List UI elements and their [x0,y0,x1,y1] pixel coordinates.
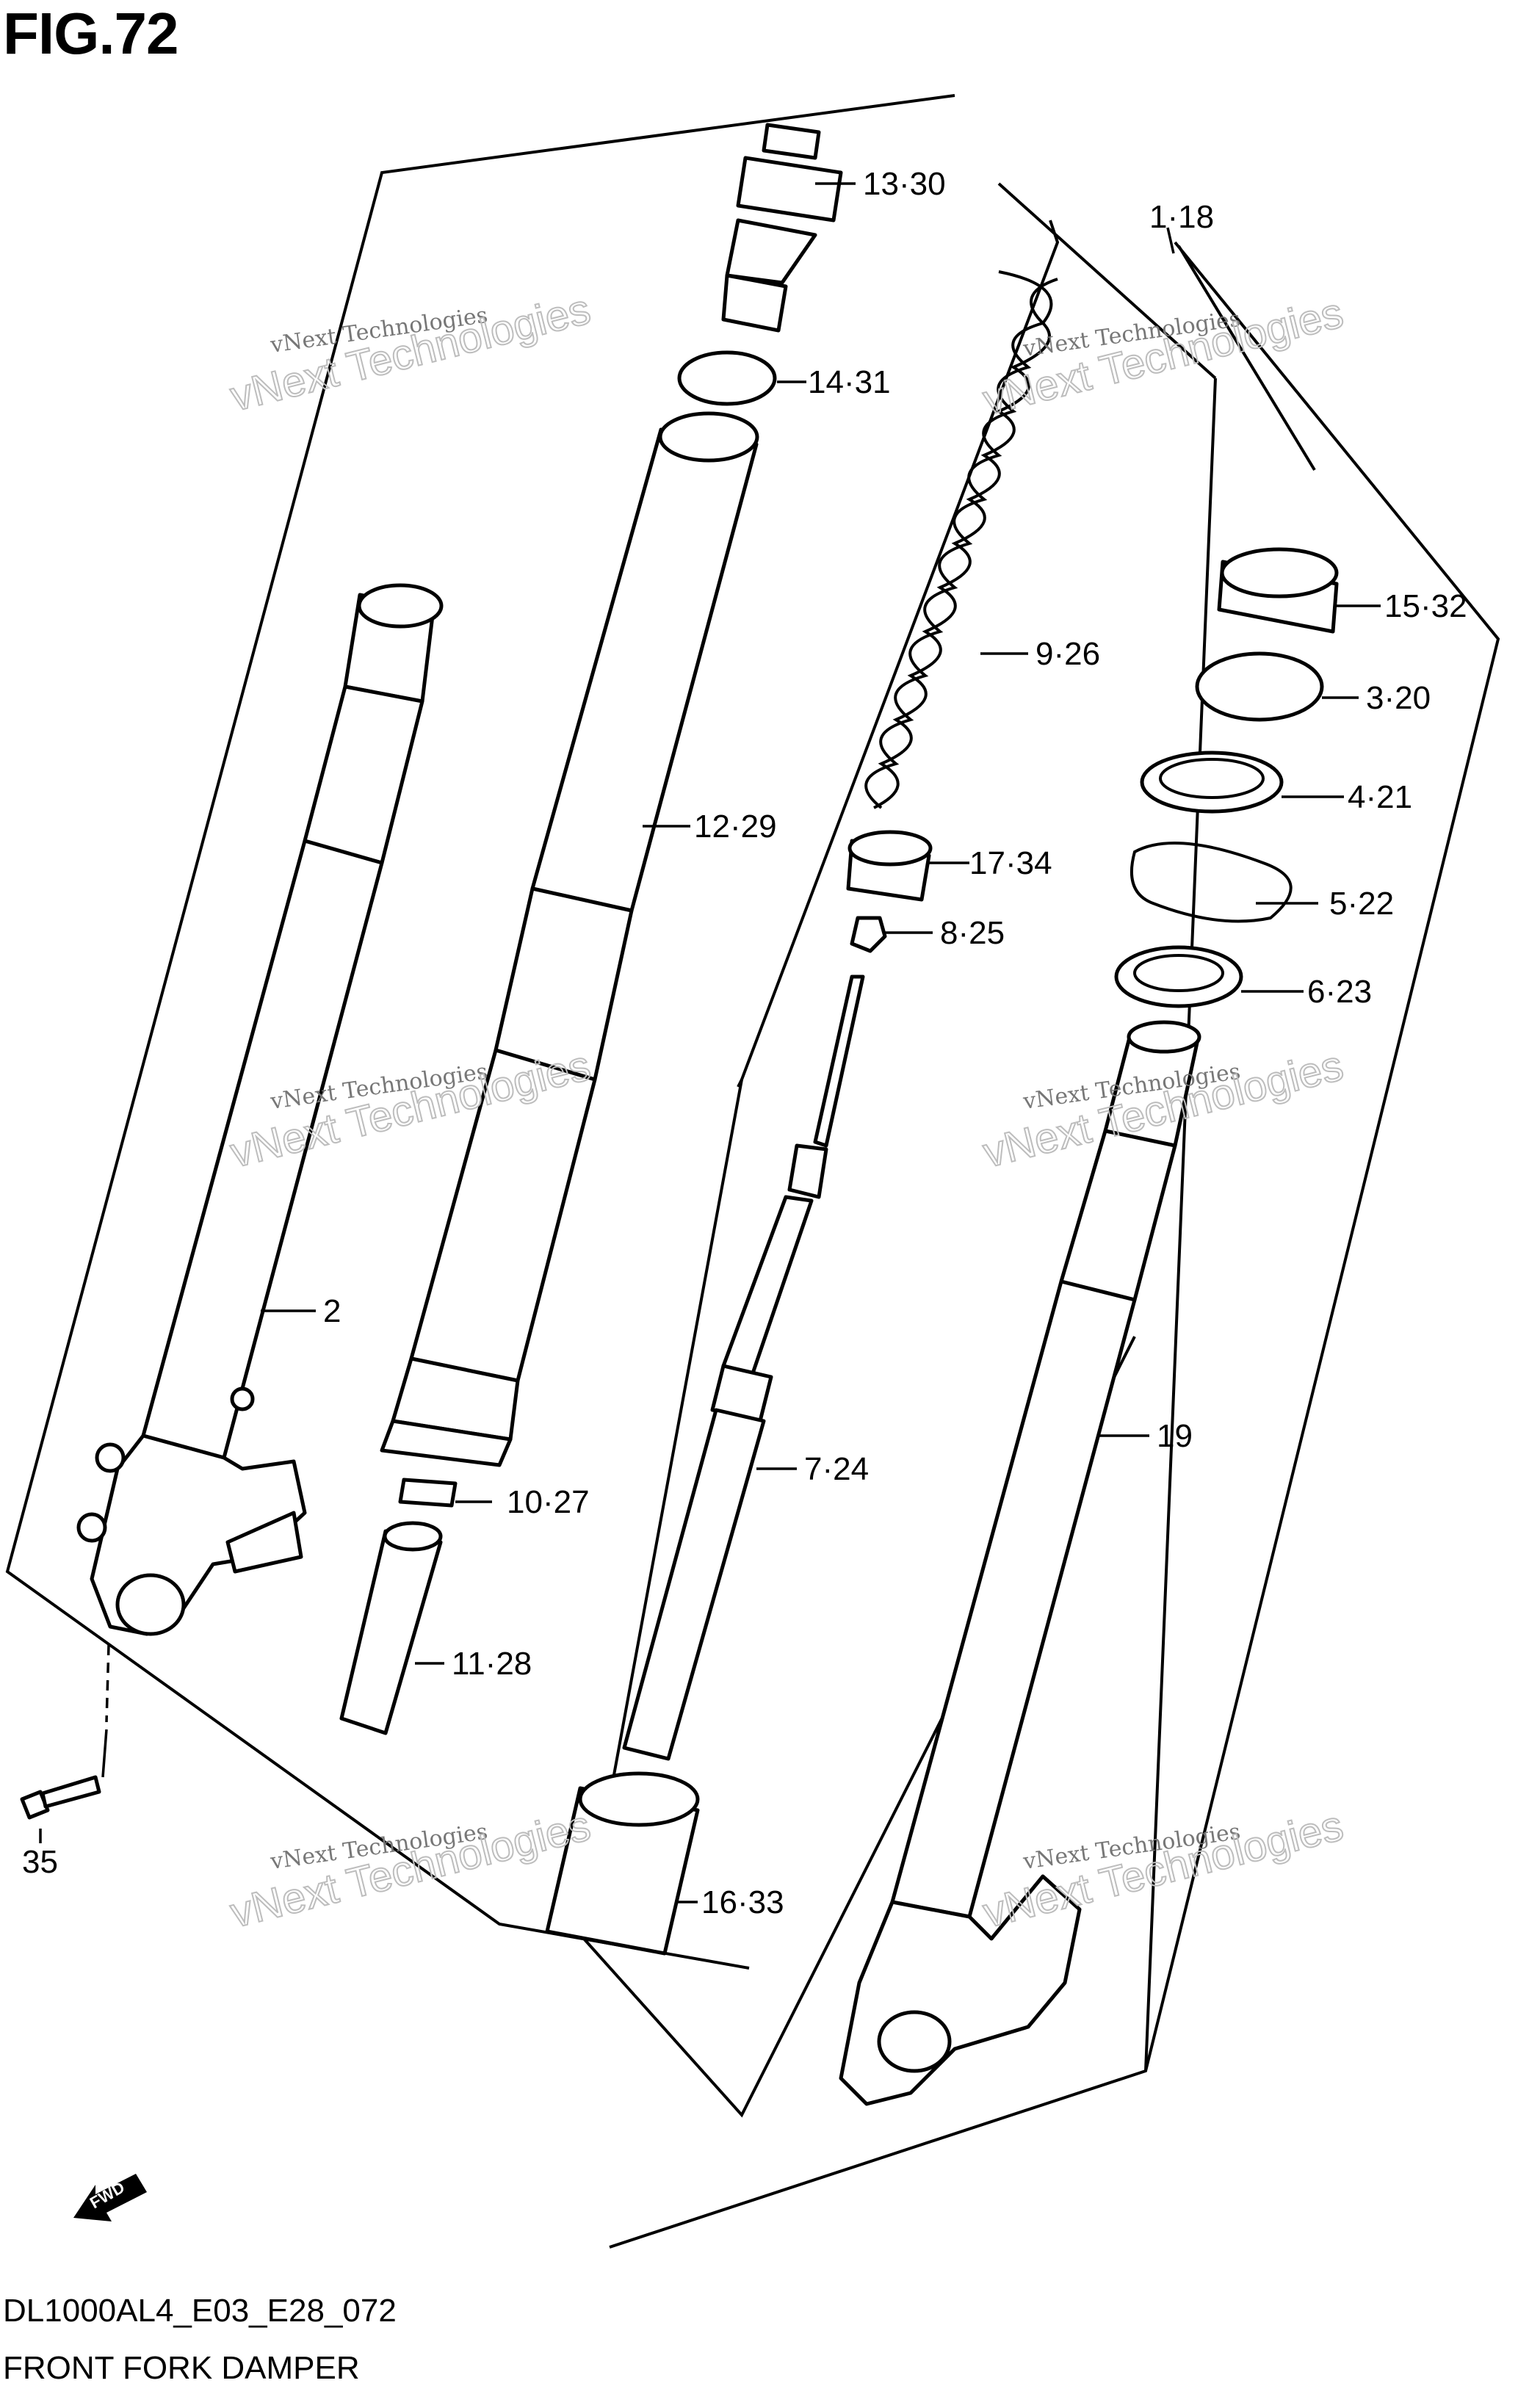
bushing-part-16 [545,1771,700,1956]
callout-14-31: 14·31 [808,364,891,400]
callout-1-18: 1·18 [1149,199,1214,235]
outer-tube-part-19 [839,1020,1201,2106]
callout-4-21: 4·21 [1348,779,1412,815]
inner-tube-part-12 [380,411,759,1467]
ring-part-3 [1195,651,1324,722]
dust-seal-part-6 [1114,945,1243,1008]
callout-5-22: 5·22 [1329,886,1394,922]
callout-8-25: 8·25 [940,915,1005,951]
leader-lines [39,182,1381,1903]
o-ring-part-14 [677,350,777,406]
damper-rod-part-7 [622,975,865,1761]
clip-part-5 [1130,842,1293,923]
cylinder-part-11 [339,1521,443,1735]
outer-tube-part-2 [76,583,444,1636]
callout-12-29: 12·29 [694,809,777,845]
callout-13-30: 13·30 [863,166,946,202]
model-code: DL1000AL4_E03_E28_072 [3,2293,397,2329]
callout-35: 35 [22,1844,58,1880]
callout-6-23: 6·23 [1307,974,1372,1010]
callout-16-33: 16·33 [701,1884,784,1920]
ring-part-15 [1217,547,1339,634]
callout-9-26: 9·26 [1036,636,1100,672]
fork-spring-part-9 [864,270,1058,809]
callout-15-32: 15·32 [1384,588,1467,624]
cap-bolt-part-13 [721,123,843,333]
callout-10-27: 10·27 [507,1484,590,1520]
callout-17-34: 17·34 [969,845,1052,881]
callout-11-28: 11·28 [452,1646,532,1682]
figure-name: FRONT FORK DAMPER [3,2350,360,2386]
callout-2: 2 [323,1293,341,1329]
figure-title: FIG.72 [3,1,179,66]
nut-part-8 [850,916,887,953]
oil-seal-part-4 [1140,751,1284,814]
callout-7-24: 7·24 [804,1451,869,1487]
bolt-part-35 [20,1775,101,1820]
sub-assembly-frame [997,182,1217,2072]
washer-part-10 [398,1478,458,1508]
callout-3-20: 3·20 [1366,680,1431,716]
fwd-arrow-icon: FWD [73,2174,147,2221]
callout-labels: 13·30 1·18 14·31 15·32 3·20 9·26 4·21 12… [22,166,1467,1920]
callout-19: 19 [1157,1418,1193,1454]
